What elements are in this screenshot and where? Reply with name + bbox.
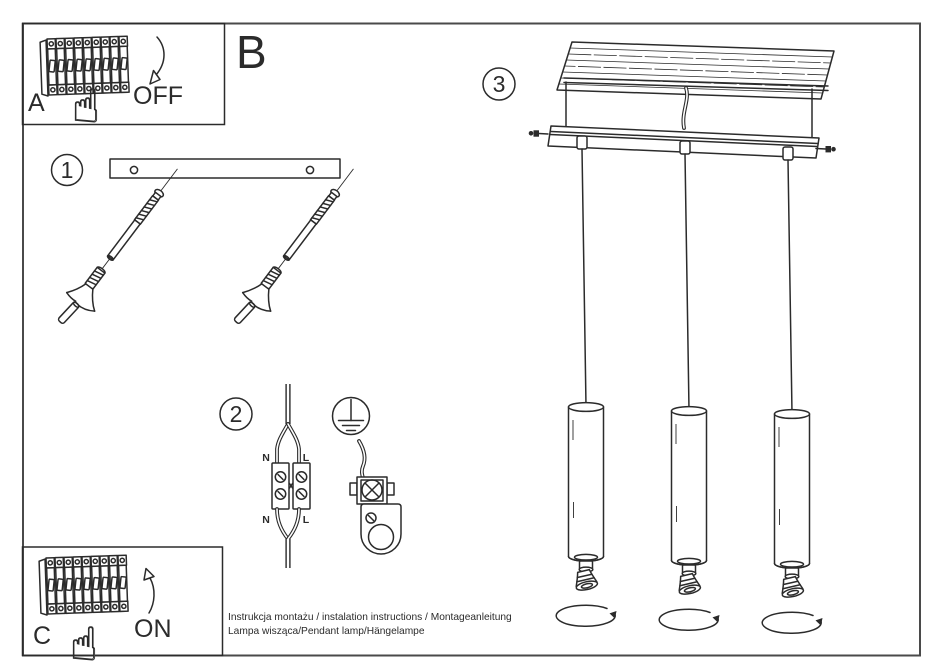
step-2-number: 2 — [230, 401, 243, 427]
live-label-top: L — [303, 452, 310, 464]
neutral-label-bottom: N — [262, 514, 270, 526]
panel-a-step: ☝ OFF A — [21, 22, 226, 133]
arrow-up-icon — [143, 567, 155, 614]
step-3: 3 — [482, 41, 836, 635]
bracket-hole — [129, 165, 139, 175]
suspension-cable — [581, 148, 587, 407]
cable-gland — [782, 146, 794, 161]
footer-line-2: Lampa wisząca/Pendant lamp/Hängelampe — [228, 626, 425, 637]
panel-c-border — [21, 546, 224, 657]
panel-a-letter: A — [28, 89, 45, 117]
hand-icon: ☝ — [70, 617, 98, 670]
panel-c-step: ☝ ON C — [21, 546, 224, 670]
ceiling — [556, 41, 835, 144]
wall-plug-screw-icon — [225, 159, 370, 336]
ground-wire — [357, 439, 367, 480]
canopy-bar — [528, 125, 836, 161]
step-1-number: 1 — [61, 157, 74, 183]
step-1-badge — [50, 153, 84, 187]
ground-clamp — [349, 476, 402, 555]
canopy-end-screw — [815, 146, 836, 153]
suspension-cable — [684, 153, 690, 411]
step-3-number: 3 — [493, 71, 506, 97]
suspension-cable — [787, 159, 793, 414]
mounting-bracket — [109, 158, 341, 179]
wall-plug-screw-icon — [49, 159, 194, 336]
neutral-label-top: N — [262, 452, 270, 464]
live-label-bottom: L — [303, 514, 310, 526]
step-3-badge — [482, 67, 516, 101]
panel-c-letter: C — [33, 622, 51, 650]
cable-gland — [576, 135, 588, 150]
ground-symbol-icon — [331, 396, 371, 436]
panel-a-border — [21, 22, 226, 126]
cable-gland — [679, 140, 691, 155]
terminal-connector: N L N L — [262, 384, 311, 568]
step-2: 2 N L N L — [219, 384, 402, 568]
pendant-lamp — [761, 408, 824, 635]
ceiling-rail — [563, 77, 829, 87]
canopy-end-screw — [528, 130, 549, 137]
section-label-b: B — [236, 26, 267, 78]
outer-frame — [22, 22, 921, 657]
footer-line-1: Instrukcja montażu / instalation instruc… — [228, 612, 512, 623]
arrow-down-icon — [149, 36, 165, 85]
step-1: 1 — [49, 153, 370, 336]
mains-wire — [681, 86, 689, 130]
hand-icon: ☝ — [72, 79, 100, 133]
step-2-badge — [219, 397, 253, 431]
power-off-label: OFF — [133, 82, 183, 110]
pendant-lamp — [658, 405, 721, 632]
bracket-hole — [305, 165, 315, 175]
power-on-label: ON — [134, 615, 172, 643]
pendant-lamp — [555, 401, 618, 628]
breaker-panel-icon — [39, 555, 128, 615]
